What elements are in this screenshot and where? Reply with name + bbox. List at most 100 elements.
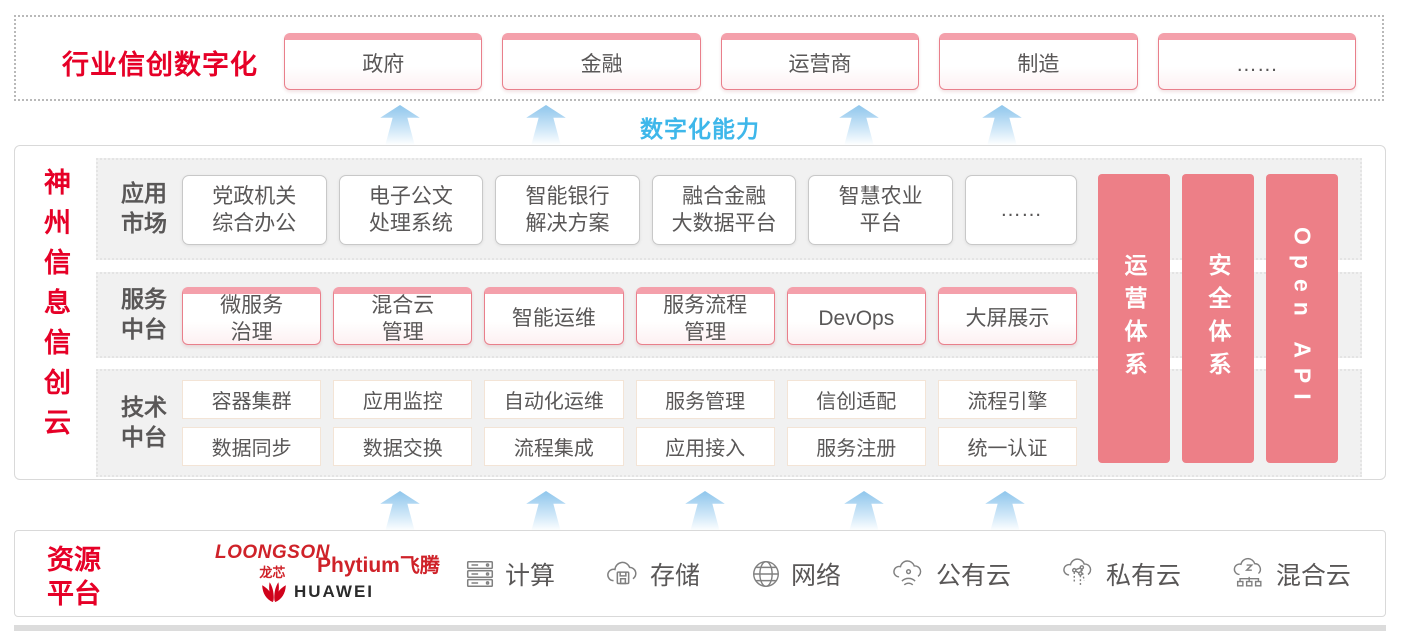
industry-label: 政府: [362, 52, 405, 76]
industry-box-finance: 金融: [502, 33, 701, 90]
tech-box: 流程集成: [484, 427, 624, 466]
resource-list: 计算 存储 网络: [463, 531, 1351, 616]
app-label: 智慧农业 平台: [838, 184, 923, 235]
up-arrow-icon: [526, 491, 566, 531]
service-label: 混合云 管理: [371, 293, 435, 344]
tech-box: 自动化运维: [484, 380, 624, 419]
tech-box: 统一认证: [937, 427, 1078, 466]
resource-label: 网络: [790, 561, 841, 590]
tech-box: 流程引擎: [937, 380, 1078, 419]
resource-item-storage: 存储: [604, 556, 700, 592]
service-box: DevOps: [786, 287, 926, 345]
industry-label: 运营商: [788, 52, 852, 76]
tech-line-top: 容器集群 应用监控 自动化运维 服务管理 信创适配 流程引擎: [182, 380, 1078, 419]
phytium-cn-name: 飞腾: [399, 555, 440, 577]
private-cloud-icon: [1063, 557, 1092, 585]
app-box-more: ……: [964, 175, 1077, 245]
row-service-platform: 服务 中台 微服务 治理 混合云 管理 智能运维 服务流程 管理 DevOps …: [96, 272, 1362, 358]
industry-box-more: ……: [1157, 33, 1357, 90]
resource-item-network: 网络: [749, 556, 841, 592]
capability-label: 数字化能力: [640, 116, 760, 142]
huawei-logo: HUAWEI: [261, 581, 374, 603]
loongson-cn-name: 龙芯: [259, 565, 286, 580]
industry-band-title: 行业信创数字化: [62, 50, 258, 80]
service-box: 混合云 管理: [333, 287, 473, 345]
compute-server-icon: [466, 560, 494, 587]
app-box: 融合金融 大数据平台: [651, 175, 797, 245]
huawei-wordmark: HUAWEI: [294, 582, 374, 601]
up-arrow-icon: [844, 491, 884, 531]
phytium-logo: Phytium飞腾: [317, 549, 440, 578]
service-label: DevOps: [818, 307, 895, 331]
bottom-divider: [14, 625, 1386, 631]
public-cloud-icon: [893, 559, 922, 585]
up-arrow-icon: [526, 105, 566, 145]
row-application-market: 应用 市场 党政机关 综合办公 电子公文 处理系统 智能银行 解决方案 融合金融…: [96, 158, 1362, 260]
row-label: 应用 市场: [121, 180, 167, 236]
up-arrow-icon: [685, 491, 725, 531]
app-box: 党政机关 综合办公: [182, 175, 327, 245]
application-list: 党政机关 综合办公 电子公文 处理系统 智能银行 解决方案 融合金融 大数据平台…: [182, 175, 1077, 245]
resource-label: 公有云: [935, 561, 1011, 590]
resource-item-public-cloud: 公有云: [890, 556, 1011, 592]
service-list: 微服务 治理 混合云 管理 智能运维 服务流程 管理 DevOps 大屏展示: [182, 287, 1078, 345]
phytium-wordmark: Phytium: [317, 554, 400, 577]
app-label: 智能银行 解决方案: [525, 184, 610, 235]
service-box: 智能运维: [484, 287, 624, 345]
industry-box-manufacturing: 制造: [939, 33, 1138, 90]
industry-box-operator: 运营商: [720, 33, 920, 90]
tech-line-bottom: 数据同步 数据交换 流程集成 应用接入 服务注册 统一认证: [182, 427, 1078, 466]
app-label: ……: [999, 198, 1042, 222]
platform-title: 神州信息信创云: [40, 168, 70, 448]
resource-item-compute: 计算: [463, 556, 555, 592]
resource-label: 存储: [649, 561, 700, 590]
tech-box: 信创适配: [786, 380, 926, 419]
row-label: 服务 中台: [121, 286, 167, 342]
app-box: 智慧农业 平台: [808, 175, 953, 245]
row-tech-platform: 技术 中台 容器集群 应用监控 自动化运维 服务管理 信创适配 流程引擎 数据同…: [96, 369, 1362, 477]
resource-item-private-cloud: 私有云: [1060, 556, 1181, 592]
up-arrow-icon: [839, 105, 879, 145]
resource-label: 混合云: [1275, 561, 1351, 590]
app-label: 党政机关 综合办公: [212, 184, 297, 235]
service-label: 智能运维: [511, 307, 596, 331]
tech-grid: 容器集群 应用监控 自动化运维 服务管理 信创适配 流程引擎 数据同步 数据交换…: [182, 380, 1078, 466]
tech-box: 服务管理: [635, 380, 775, 419]
up-arrow-icon: [380, 105, 420, 145]
huawei-flower-icon: [262, 582, 286, 603]
tech-box: 数据交换: [333, 427, 473, 466]
app-label: 融合金融 大数据平台: [671, 184, 777, 235]
pillar-open-api: Open API: [1266, 174, 1338, 463]
up-arrow-icon: [985, 491, 1025, 531]
service-box: 服务流程 管理: [635, 287, 775, 345]
service-label: 微服务 治理: [220, 293, 284, 344]
hybrid-cloud-icon: [1233, 557, 1262, 587]
industry-label: ……: [1235, 52, 1278, 76]
service-label: 服务流程 管理: [663, 293, 748, 344]
up-arrow-icon: [982, 105, 1022, 145]
app-label: 电子公文 处理系统: [368, 184, 453, 235]
app-box: 智能银行 解决方案: [495, 175, 640, 245]
pillar-security-system: 安全体系: [1182, 174, 1254, 463]
resource-band: 资源 平台 LOONGSON 龙芯 Phytium飞腾 HUAWEI: [14, 530, 1386, 617]
tech-box: 服务注册: [786, 427, 926, 466]
tech-box: 应用接入: [635, 427, 775, 466]
up-arrow-icon: [380, 491, 420, 531]
service-box: 大屏展示: [937, 287, 1078, 345]
pillar-operation-system: 运营体系: [1098, 174, 1170, 463]
network-globe-icon: [752, 560, 779, 587]
row-label: 技术 中台: [121, 394, 167, 450]
industry-band: 行业信创数字化 政府 金融 运营商 制造 ……: [14, 15, 1384, 101]
app-box: 电子公文 处理系统: [338, 175, 484, 245]
tech-box: 应用监控: [333, 380, 473, 419]
industry-box-government: 政府: [284, 33, 483, 90]
resource-title: 资源 平台: [47, 545, 101, 609]
loongson-wordmark: LOONGSON: [215, 542, 330, 563]
tech-box: 容器集群: [182, 380, 322, 419]
service-box: 微服务 治理: [182, 287, 322, 345]
resource-item-hybrid-cloud: 混合云: [1230, 556, 1351, 592]
industry-label: 制造: [1017, 52, 1060, 76]
storage-cloud-icon: [607, 561, 637, 584]
resource-label: 计算: [505, 561, 556, 590]
